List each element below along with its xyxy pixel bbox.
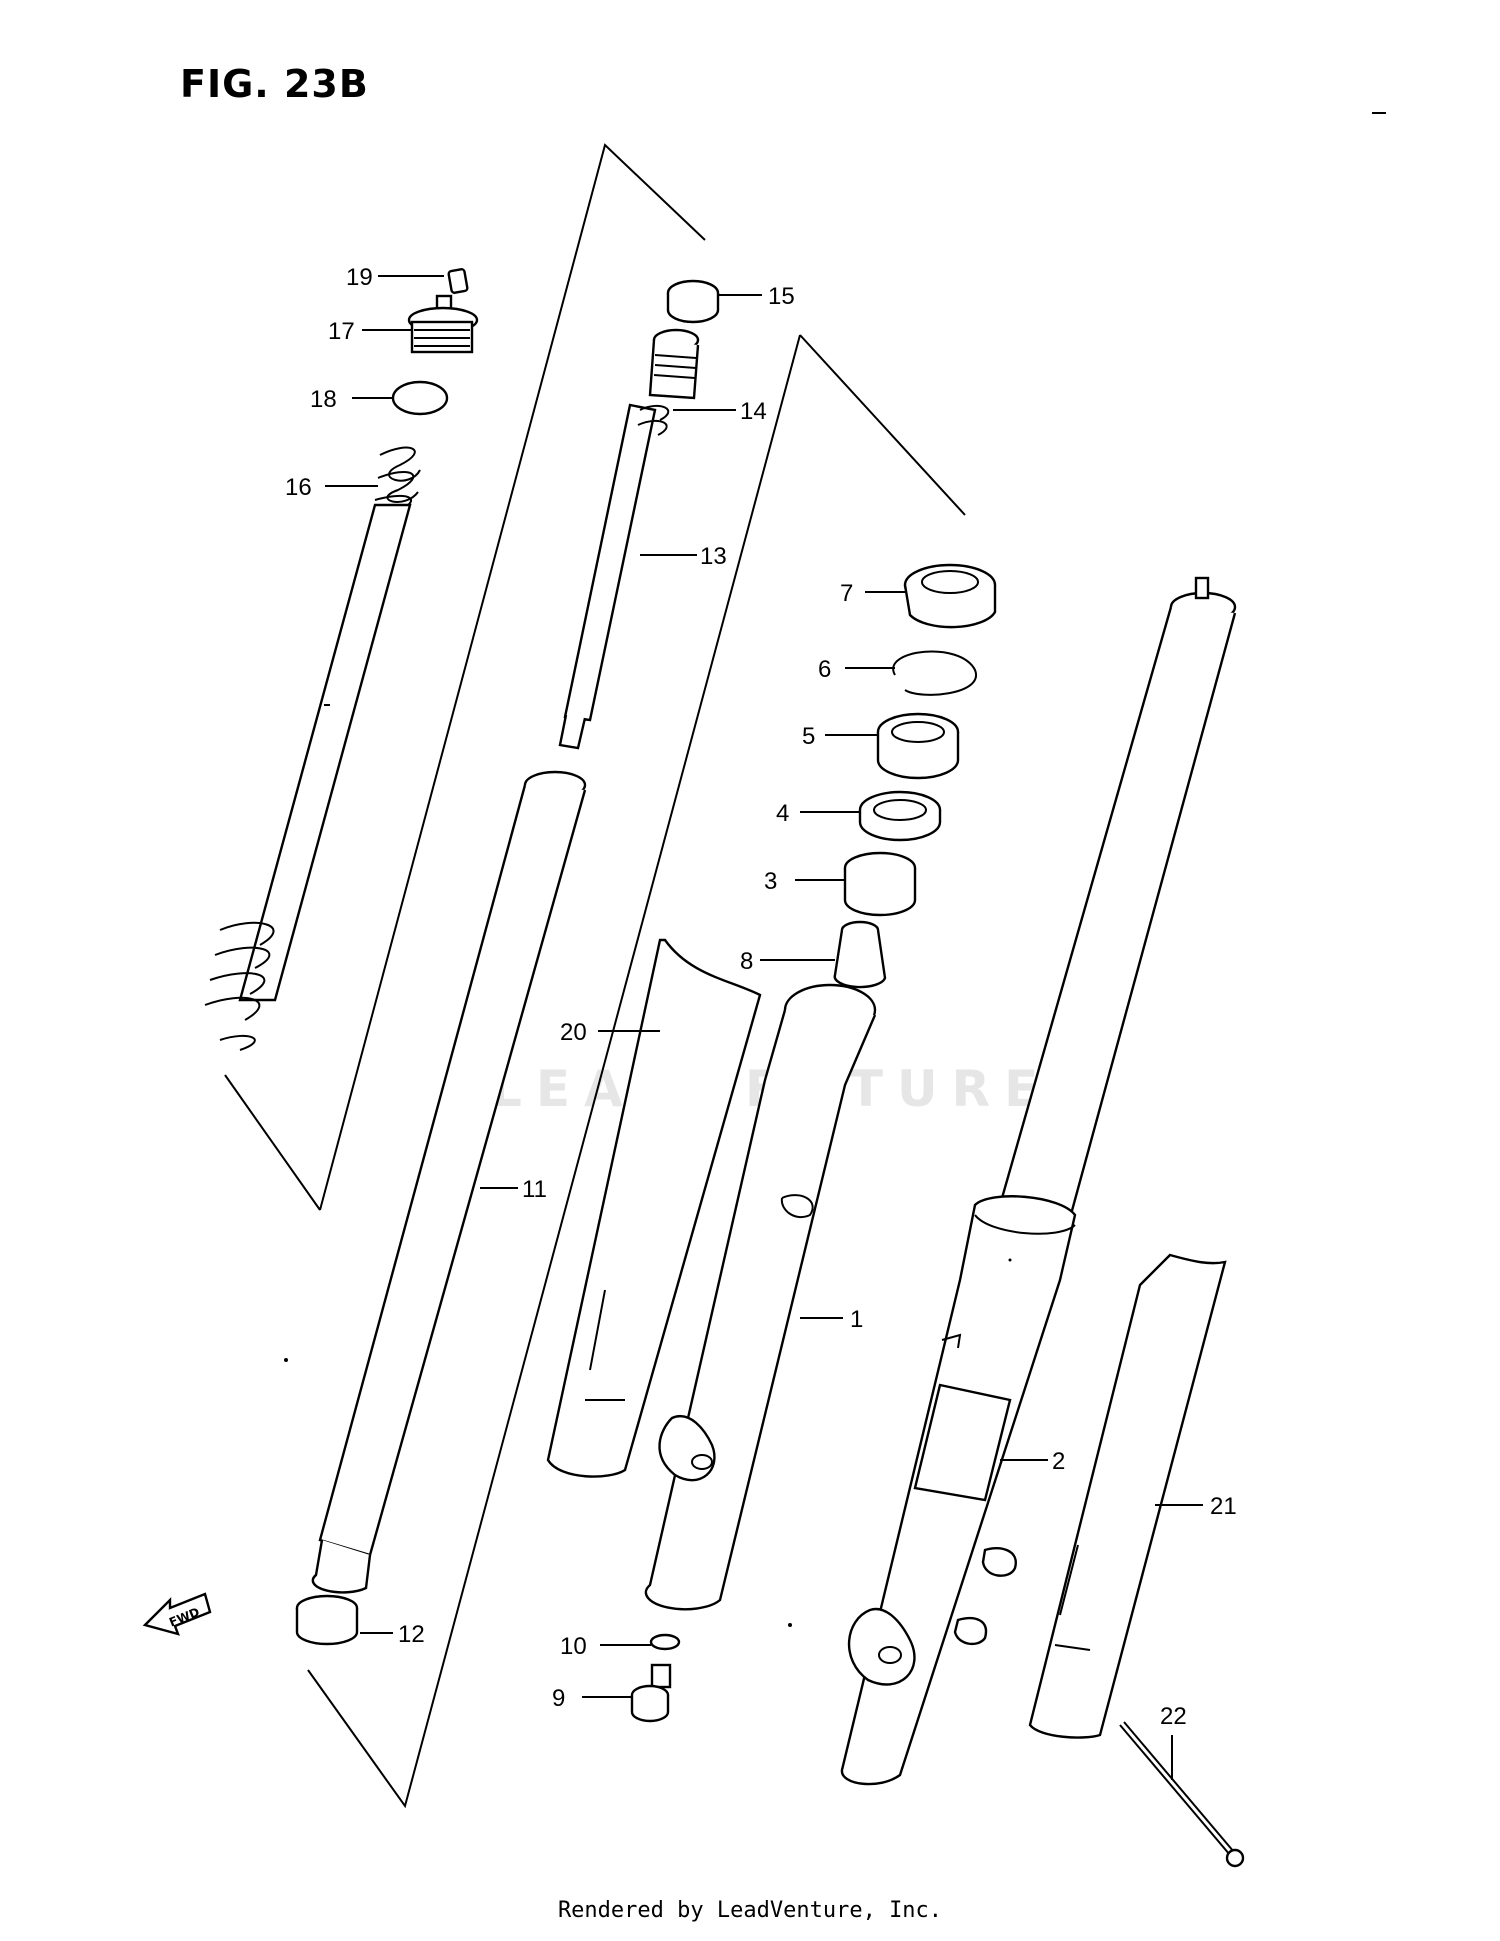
part-5-oil-seal (876, 712, 960, 780)
part-7-seal-cap (903, 563, 997, 629)
leader-lines (325, 275, 1203, 1780)
fwd-arrow-icon: FWD (142, 1592, 212, 1636)
callout-22: 22 (1160, 1703, 1187, 1730)
bracket-left-group (224, 143, 706, 1211)
figure-title: FIG. 23B (180, 62, 369, 106)
callout-16: 16 (285, 474, 312, 501)
part-16-spring (204, 446, 421, 1051)
callout-10: 10 (560, 1633, 587, 1660)
part-20-fork-guard (546, 938, 762, 1478)
callout-labels: 19 17 18 16 15 14 13 7 6 5 4 3 8 20 11 1… (285, 264, 1237, 1730)
callout-17: 17 (328, 318, 355, 345)
callout-12: 12 (398, 1621, 425, 1648)
callout-7: 7 (840, 580, 853, 607)
callout-1: 1 (850, 1306, 863, 1333)
callout-6: 6 (818, 656, 831, 683)
callout-13: 13 (700, 543, 727, 570)
bracket-right-group (307, 334, 966, 1809)
part-4-washer (858, 790, 942, 842)
part-21-fork-guard (1028, 1253, 1227, 1739)
callout-5: 5 (802, 723, 815, 750)
part-13-damper-rod (558, 328, 700, 750)
callout-18: 18 (310, 386, 337, 413)
callout-9: 9 (552, 1685, 565, 1712)
part-15-ring (666, 279, 720, 324)
callout-4: 4 (776, 800, 789, 827)
part-18-o-ring (391, 380, 449, 416)
callout-21: 21 (1210, 1493, 1237, 1520)
scan-specks (284, 112, 1386, 1627)
footer-credit: Rendered by LeadVenture, Inc. (557, 1898, 943, 1923)
part-1-outer-tube (644, 983, 877, 1611)
callout-19: 19 (346, 264, 373, 291)
callout-15: 15 (768, 283, 795, 310)
part-9-bolt (630, 1663, 672, 1723)
part-22-pin (1119, 1721, 1245, 1868)
part-6-clip (892, 650, 977, 696)
callout-11: 11 (522, 1176, 547, 1203)
callout-3: 3 (764, 868, 777, 895)
callout-8: 8 (740, 948, 753, 975)
callout-20: 20 (560, 1019, 587, 1046)
part-17-bolt (407, 294, 479, 354)
part-12-collar (295, 1594, 359, 1646)
part-10-washer (649, 1633, 681, 1651)
callout-2: 2 (1052, 1448, 1065, 1475)
part-11-fork-tube (311, 770, 587, 1594)
part-19-cap (447, 268, 469, 294)
part-2-fork-leg (840, 576, 1237, 1786)
part-3-bushing (843, 851, 917, 917)
part-8-oil-lock-piece (833, 920, 887, 989)
callout-14: 14 (740, 398, 767, 425)
